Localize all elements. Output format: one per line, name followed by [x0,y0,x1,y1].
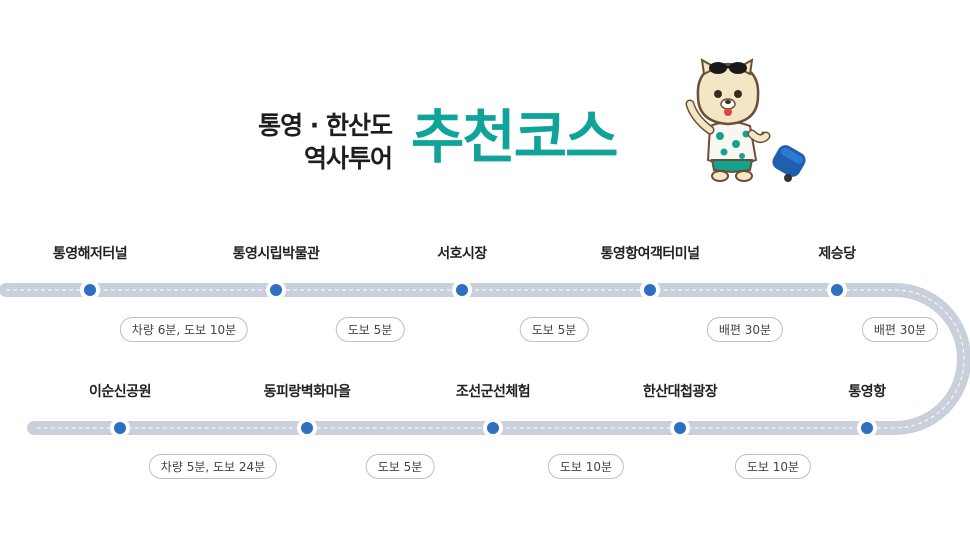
stop-label: 서호시장 [437,246,487,262]
segment-pill: 도보 10분 [734,454,812,479]
stop-marker [827,280,847,300]
stop-marker [483,418,503,438]
segment-pill: 도보 5분 [335,317,405,342]
segment-pill: 배편 30분 [861,317,939,342]
segment-pill: 도보 5분 [519,317,589,342]
header-line-1: 통영 · 한산도 [258,111,393,140]
header-line-2: 역사투어 [303,144,393,173]
segment-pill: 배편 30분 [706,317,784,342]
stop-label: 통영항 [848,384,886,400]
stop-label: 통영시립박물관 [232,246,320,262]
stop-label: 한산대첩광장 [642,384,718,400]
stop-marker [80,280,100,300]
suitcase-icon [756,131,806,182]
stop-label: 이순신공원 [89,384,151,400]
segment-pill: 차량 5분, 도보 24분 [148,454,278,479]
segment-pill: 차량 6분, 도보 10분 [119,317,249,342]
stop-label: 통영해저터널 [52,246,128,262]
stop-label: 제승당 [818,246,856,262]
stop-label: 동피랑벽화마을 [263,384,351,400]
route-track-dash [6,289,965,429]
cat-mascot-icon [685,58,806,182]
segment-pill: 도보 5분 [365,454,435,479]
segment-pill: 도보 10분 [547,454,625,479]
stop-marker [297,418,317,438]
stop-marker [670,418,690,438]
route-track [0,283,970,435]
page-title: 추천코스 [411,103,618,171]
stop-marker [266,280,286,300]
stop-marker [640,280,660,300]
stop-marker [110,418,130,438]
stop-marker [452,280,472,300]
stop-label: 통영항여객터미널 [600,246,700,262]
stop-label: 조선군선체험 [455,384,531,400]
stop-marker [857,418,877,438]
sunglasses-icon [709,62,747,74]
